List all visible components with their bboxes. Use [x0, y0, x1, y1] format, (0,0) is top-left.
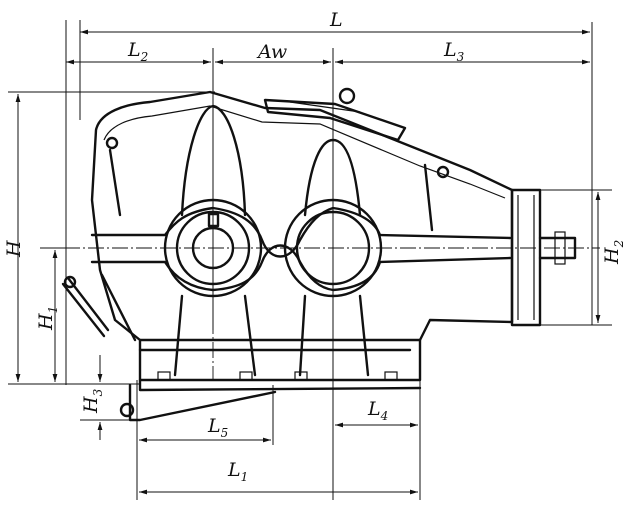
housing-inner-top — [103, 105, 506, 199]
label-L2: L2 — [127, 39, 148, 64]
lower-ribs — [173, 294, 370, 377]
label-Aw: Aw — [256, 41, 287, 63]
housing-outline — [90, 90, 514, 382]
shaft-coupling — [554, 231, 566, 265]
label-H2: H2 — [601, 240, 626, 265]
bolt-icon — [294, 371, 308, 381]
gearbox-housing — [61, 87, 577, 422]
label-H1: H1 — [35, 306, 60, 331]
label-L1: L1 — [227, 459, 248, 484]
inspection-cover — [263, 98, 407, 142]
dimension-labels: L L2 Aw L3 H H1 H2 H3 L5 L4 L1 — [3, 9, 626, 484]
label-H3: H3 — [80, 388, 105, 414]
label-L5: L5 — [207, 415, 228, 440]
output-flange — [510, 188, 542, 327]
dimension-lines — [8, 20, 612, 500]
split-flange-top — [90, 206, 512, 258]
lifting-hole-icon — [105, 136, 119, 150]
shaft-keyway — [207, 212, 220, 228]
bearing-cover-left — [175, 210, 251, 286]
breather-icon — [338, 87, 356, 105]
drain-plug-icon — [119, 402, 135, 418]
bolt-icon — [157, 371, 171, 381]
bolt-icon — [384, 371, 398, 381]
label-L3: L3 — [443, 39, 465, 64]
wall-lines — [100, 148, 434, 342]
oil-gauge-rod — [61, 276, 110, 338]
base-bolts — [157, 371, 398, 381]
base-bottom — [138, 378, 422, 392]
rib-right — [303, 138, 362, 217]
lifting-hole-icon — [436, 165, 450, 179]
split-flange-bottom — [90, 244, 512, 292]
bearing-boss-left — [163, 198, 263, 298]
output-shaft — [538, 236, 577, 260]
label-L: L — [329, 9, 343, 31]
oil-foot — [128, 383, 277, 422]
oil-gauge-cap-icon — [63, 275, 77, 289]
bolt-icon — [239, 371, 253, 381]
bearing-boss-right — [283, 198, 383, 298]
rib-left — [180, 104, 247, 217]
center-lines — [40, 150, 600, 380]
label-H: H — [3, 240, 25, 258]
output-flange-inner — [517, 195, 535, 320]
shaft-bore-left — [191, 226, 235, 270]
label-L4: L4 — [367, 398, 388, 423]
bearing-cover-right — [295, 210, 371, 286]
inspection-cover-line — [289, 101, 361, 113]
